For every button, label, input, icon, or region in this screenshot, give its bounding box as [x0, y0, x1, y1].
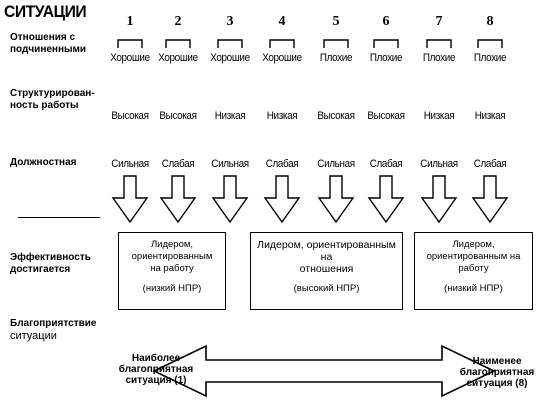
situation-relations-value: Плохие	[422, 52, 456, 64]
result-box-relations-note: (высокий НПР)	[293, 283, 360, 294]
effectiveness-label-line1: Эффективность	[10, 252, 91, 263]
result-box-task-1-line3: на работу	[150, 263, 194, 274]
situation-structure-value: Низкая	[474, 110, 506, 122]
situation-structure-value: Высокая	[317, 110, 355, 122]
situation-number: 8	[486, 14, 494, 29]
situation-structure-value: Низкая	[214, 110, 246, 122]
situation-relations-value: Хорошие	[110, 52, 150, 64]
relations-label-line1: Отношения с	[10, 32, 76, 43]
situation-number: 7	[435, 14, 443, 29]
situation-structure-value: Высокая	[367, 110, 405, 122]
situation-relations-value: Плохие	[473, 52, 507, 64]
most-favorable-line3: ситуация (1)	[125, 375, 187, 386]
effectiveness-label-line2: достигается	[10, 264, 71, 275]
situation-number: 4	[278, 14, 286, 29]
down-arrow-group	[111, 175, 509, 224]
favorability-label-line1: Благоприятствие	[10, 318, 97, 329]
least-favorable-line1: Наименее	[472, 356, 522, 367]
result-box-task-2: Лидером, ориентированным на работу (низк…	[414, 232, 533, 310]
situation-bracket	[323, 39, 349, 48]
favorability-label: Благоприятствие ситуации	[10, 318, 96, 342]
most-favorable-line2: благоприятная	[118, 364, 194, 375]
situation-relations-value: Хорошие	[210, 52, 250, 64]
bracket-group	[117, 39, 503, 48]
result-box-task-2-line1: Лидером,	[452, 239, 495, 250]
down-arrow	[263, 175, 301, 224]
structure-label-line1: Структурирован-	[10, 88, 95, 99]
down-arrow	[159, 175, 197, 224]
divider-line	[18, 217, 100, 218]
down-arrow	[211, 175, 249, 224]
structure-label-line2: ность работы	[10, 100, 79, 111]
most-favorable-line1: Наиболее	[131, 353, 181, 364]
result-box-task-1-line1: Лидером,	[150, 239, 194, 250]
least-favorable-line2: благоприятная	[459, 367, 535, 378]
down-arrow	[317, 175, 355, 224]
situation-structure-value: Высокая	[159, 110, 197, 122]
situation-bracket	[426, 39, 452, 48]
relations-label: Отношения с подчиненными	[10, 32, 86, 56]
situation-power-value: Сильная	[420, 158, 458, 170]
situation-bracket	[477, 39, 503, 48]
situation-bracket	[373, 39, 399, 48]
result-box-relations-line2: отношения	[299, 263, 354, 275]
favorability-double-arrow	[152, 344, 496, 398]
result-box-relations: Лидером, ориентированным на отношения (в…	[250, 232, 403, 310]
situation-power-value: Сильная	[211, 158, 249, 170]
situation-power-value: Слабая	[265, 158, 299, 170]
position-power-label: Должностная	[10, 157, 76, 169]
situation-power-value: Сильная	[317, 158, 355, 170]
situation-relations-value: Плохие	[319, 52, 353, 64]
down-arrow	[420, 175, 458, 224]
result-box-task-1-line2: ориентированным	[131, 251, 213, 262]
situation-relations-value: Хорошие	[262, 52, 302, 64]
situation-power-value: Слабая	[369, 158, 403, 170]
situation-bracket	[217, 39, 243, 48]
situation-power-value: Слабая	[161, 158, 195, 170]
position-power-label-line1: Должностная	[10, 157, 77, 168]
situation-bracket	[117, 39, 143, 48]
effectiveness-label: Эффективность достигается	[10, 252, 91, 276]
structure-label: Структурирован- ность работы	[10, 88, 95, 112]
diagram-title: СИТУАЦИИ	[4, 2, 87, 21]
result-box-task-1-note: (низкий НПР)	[142, 283, 202, 294]
situation-structure-value: Низкая	[423, 110, 455, 122]
relations-label-line2: подчиненными	[10, 44, 87, 55]
situation-number: 6	[382, 14, 390, 29]
situation-relations-value: Хорошие	[158, 52, 198, 64]
least-favorable-label: Наименее благоприятная ситуация (8)	[454, 356, 540, 389]
situation-power-value: Сильная	[111, 158, 149, 170]
situation-power-value: Слабая	[473, 158, 507, 170]
situation-number: 5	[332, 14, 340, 29]
least-favorable-line3: ситуация (8)	[466, 378, 528, 389]
situation-relations-value: Плохие	[369, 52, 403, 64]
result-box-task-2-line3: работу	[458, 263, 489, 274]
result-box-task-2-line2: ориентированным на	[426, 251, 521, 262]
down-arrow	[471, 175, 509, 224]
situation-number: 3	[226, 14, 234, 29]
situation-bracket	[269, 39, 295, 48]
situation-bracket	[165, 39, 191, 48]
situation-number: 1	[126, 14, 134, 29]
situation-structure-value: Низкая	[266, 110, 298, 122]
result-box-task-1: Лидером, ориентированным на работу (низк…	[118, 232, 226, 310]
situation-number: 2	[174, 14, 182, 29]
result-box-relations-line1: Лидером, ориентированным на	[257, 239, 396, 263]
most-favorable-label: Наиболее благоприятная ситуация (1)	[116, 353, 196, 386]
favorability-label-line2: ситуации	[10, 330, 57, 342]
down-arrow	[111, 175, 149, 224]
result-box-task-2-note: (низкий НПР)	[444, 283, 503, 294]
down-arrow	[367, 175, 405, 224]
situation-structure-value: Высокая	[111, 110, 149, 122]
